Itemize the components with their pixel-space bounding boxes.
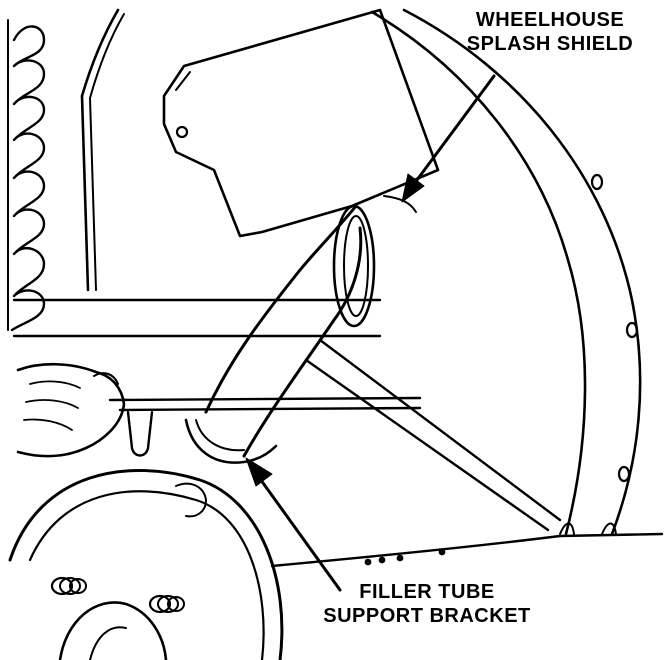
brake-line	[80, 8, 125, 292]
leader-arrow-splash-shield	[401, 74, 496, 203]
filler-tube-bracket-plate	[162, 8, 440, 238]
callout-line: SUPPORT BRACKET	[323, 605, 531, 627]
callout-line: WHEELHOUSE	[475, 9, 625, 31]
glove-hand	[16, 362, 126, 458]
coil-spring	[7, 19, 46, 332]
wheel-stud	[50, 576, 87, 596]
filler-tube-support-bracket-label: FILLER TUBE SUPPORT BRACKET	[296, 580, 558, 628]
callout-line: SPLASH SHIELD	[466, 33, 634, 55]
wheelhouse-splash-shield-label: WHEELHOUSE SPLASH SHIELD	[440, 8, 660, 56]
wheel-hub-rotor	[8, 469, 284, 660]
filler-tube-support-bracket	[126, 410, 278, 464]
wheel-stud	[148, 594, 185, 614]
body-panel-lines	[12, 298, 562, 532]
leader-arrow-support-bracket	[245, 457, 342, 592]
wheelhouse-splash-shield	[370, 8, 642, 536]
filler-tube	[204, 204, 376, 458]
callout-line: FILLER TUBE	[359, 581, 495, 603]
floor-lines	[270, 532, 664, 568]
